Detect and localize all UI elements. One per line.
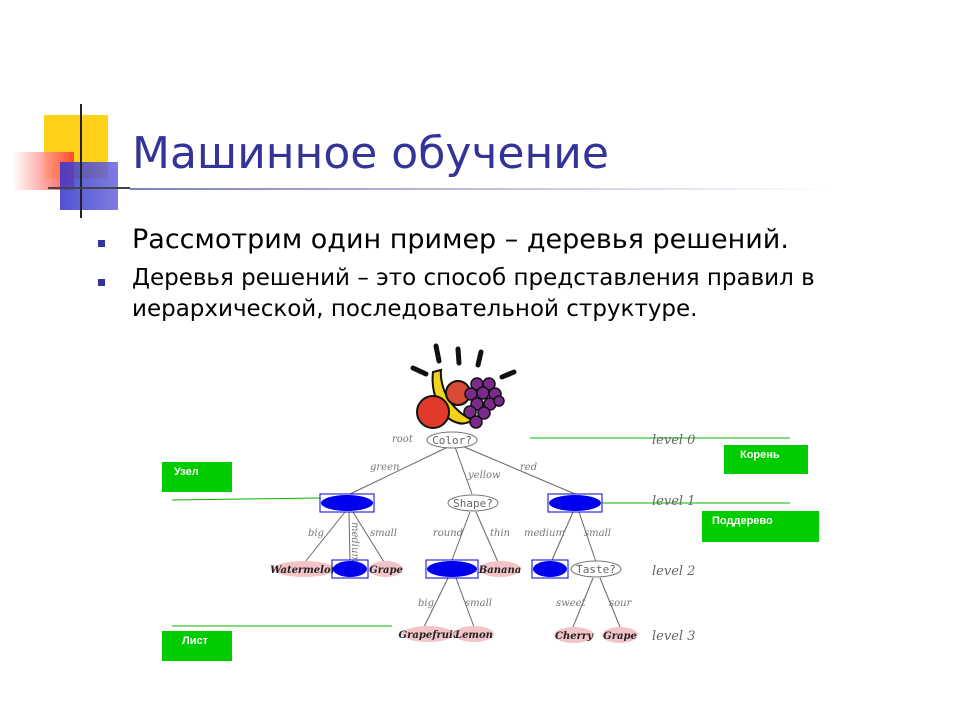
bullet-text-2: Деревья решений – это способ представлен…	[132, 265, 815, 322]
taste-node-label: Taste?	[576, 563, 616, 576]
root-node-label: Color?	[432, 434, 472, 447]
leaf-banana-label: Banana	[478, 565, 521, 576]
branch-label-small-2: small	[465, 598, 492, 609]
shape-node	[447, 494, 499, 512]
branch-label-big-2: big	[418, 598, 434, 609]
leaf-grape-2-label: Grape	[603, 631, 637, 642]
leaf-watermelon-label: Watermelon	[270, 565, 338, 576]
callout-subtree: Поддерево	[702, 511, 819, 542]
node-medium-red	[533, 561, 567, 577]
branch-label-medium-red: medium	[524, 528, 565, 539]
bullet-marker	[98, 240, 105, 247]
branch-label-sour: sour	[609, 598, 633, 609]
leaf-grapefruit-label: Grapefruit	[399, 630, 458, 641]
callout-root: Корень	[724, 445, 808, 474]
taste-node	[570, 560, 622, 578]
title-underline	[130, 188, 830, 190]
node-box-red	[547, 493, 603, 513]
root-label: root	[392, 434, 414, 445]
node-round	[427, 561, 477, 577]
callout-leaf: Лист	[162, 631, 232, 661]
tree-edges	[304, 445, 621, 628]
leaf-banana	[479, 561, 521, 577]
decor-blue-square	[60, 162, 118, 210]
branch-label-small-red: small	[584, 528, 611, 539]
leaf-grape	[369, 561, 403, 577]
bullet-text-1: Рассмотрим один пример – деревья решений…	[132, 224, 789, 255]
leaf-lemon	[454, 626, 494, 642]
decor-horizontal-line	[48, 187, 130, 189]
branch-label-red: red	[520, 462, 537, 473]
branch-label-thin: thin	[490, 528, 510, 539]
branch-label-yellow: yellow	[467, 470, 501, 481]
leaf-cherry	[554, 627, 594, 643]
callout-node: Узел	[162, 462, 232, 492]
branch-label-small: small	[370, 528, 397, 539]
shape-node-label: Shape?	[453, 497, 493, 510]
slide-title: Машинное обучение	[132, 128, 609, 179]
leaf-grape-label: Grape	[369, 565, 403, 576]
branch-label-medium: medium	[349, 522, 360, 563]
branch-label-round: round	[433, 528, 463, 539]
level-label: level 2	[652, 564, 695, 579]
level-label: level 1	[652, 494, 695, 509]
node-box-green	[319, 493, 375, 513]
node-box-medium-red	[531, 559, 569, 579]
node-box-medium	[331, 559, 369, 579]
node-medium	[333, 561, 367, 577]
node-box-round	[425, 559, 479, 579]
branch-label-green: green	[370, 462, 399, 473]
node-pointer-line	[171, 497, 321, 501]
leaf-grapefruit	[402, 626, 454, 642]
level-label: level 3	[652, 629, 695, 644]
node-green	[321, 495, 373, 511]
leaf-watermelon	[273, 561, 335, 577]
branch-label-sweet: sweet	[556, 598, 587, 609]
branch-label-big: big	[308, 528, 324, 539]
leaf-grape-2	[602, 627, 638, 643]
bullet-marker	[98, 279, 105, 286]
root-node	[426, 431, 478, 449]
leaf-lemon-label: Lemon	[454, 630, 493, 641]
decor-vertical-line	[80, 104, 82, 218]
level-label: level 0	[652, 433, 695, 448]
leaf-cherry-label: Cherry	[555, 631, 594, 642]
node-red	[549, 495, 601, 511]
fruit-basket-icon	[410, 343, 517, 429]
